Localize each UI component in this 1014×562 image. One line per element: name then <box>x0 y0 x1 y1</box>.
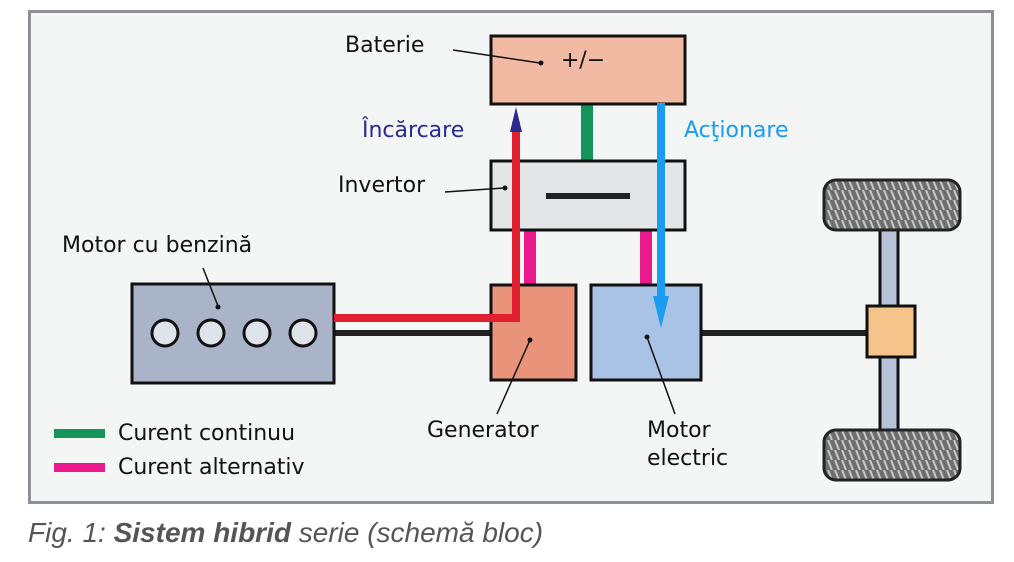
battery-symbol: +/− <box>561 48 605 73</box>
inverter-label: Invertor <box>338 173 426 198</box>
wheel-top <box>822 178 962 232</box>
electric-motor-label-line2: electric <box>647 446 728 471</box>
cylinder <box>242 318 272 348</box>
caption-prefix: Fig. 1: <box>28 517 114 548</box>
legend-label-dc: Curent continuu <box>118 421 295 446</box>
electric-motor-block <box>589 283 703 382</box>
drive-shaft <box>700 330 868 336</box>
battery-label: Baterie <box>345 33 424 58</box>
electric-motor-pointer <box>646 336 676 415</box>
engine-shaft <box>334 330 491 336</box>
legend-swatch-ac <box>54 463 105 472</box>
petrol-engine-pointer <box>202 267 219 307</box>
legend-label-ac: Curent alternativ <box>118 455 305 480</box>
caption-bold: Sistem hibrid <box>113 517 291 548</box>
ac-link-inverter-generator <box>524 228 536 285</box>
generator-block <box>489 283 578 382</box>
wheel-bottom <box>822 428 962 482</box>
legend-swatch-dc <box>54 429 105 438</box>
charging-flow-line <box>334 122 520 322</box>
petrol-engine-label: Motor cu benzină <box>62 233 252 258</box>
axle-top <box>878 228 900 308</box>
hybrid-system-diagram: +/− Baterie Invertor Motor cu benzină Ge… <box>54 33 962 482</box>
battery-block <box>489 34 687 106</box>
generator-pointer <box>496 339 531 415</box>
axle-bottom <box>878 355 900 434</box>
charging-arrow-head <box>510 107 522 132</box>
inverter-pointer <box>444 187 505 193</box>
inverter-symbol <box>546 193 630 199</box>
electric-motor-label-line1: Motor <box>647 418 712 443</box>
differential-block <box>865 304 917 359</box>
generator-label: Generator <box>427 418 540 443</box>
ac-link-inverter-motor <box>640 228 652 285</box>
battery-pointer <box>452 49 541 64</box>
driving-label: Acţionare <box>684 118 788 143</box>
charging-label: Încărcare <box>361 117 464 143</box>
cylinder <box>288 318 318 348</box>
caption-suffix: serie (schemă bloc) <box>290 517 544 548</box>
dc-link-battery-inverter <box>581 103 593 161</box>
cylinder <box>196 318 226 348</box>
cylinder <box>150 318 180 348</box>
driving-arrow-head <box>653 296 669 328</box>
figure-caption: Fig. 1: Sistem hibrid serie (schemă bloc… <box>28 517 543 549</box>
driving-flow-line <box>657 103 665 303</box>
